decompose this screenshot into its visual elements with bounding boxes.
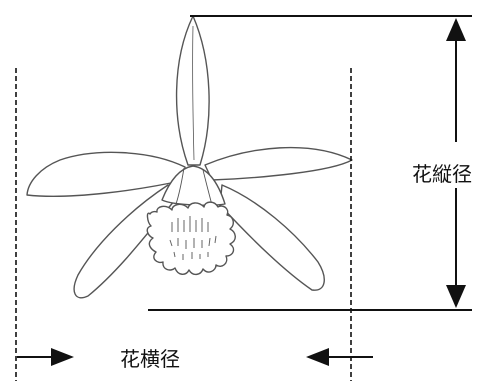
flower-height-label: 花縦径: [412, 162, 472, 186]
width-arrow-right-head: [306, 348, 329, 366]
right-upper-petal: [204, 146, 353, 181]
orchid-flower-illustration: [26, 15, 353, 299]
right-lower-sepal: [219, 184, 325, 291]
measurement-lines: [15, 15, 472, 381]
height-arrow-up-head: [446, 18, 466, 41]
lip-stipple-marks: [169, 216, 217, 260]
left-upper-petal: [26, 151, 186, 197]
height-arrow-down-head: [446, 285, 466, 308]
frilled-lip: [146, 201, 236, 276]
width-arrow-left-head: [51, 348, 74, 366]
flower-width-label: 花横径: [120, 347, 180, 371]
